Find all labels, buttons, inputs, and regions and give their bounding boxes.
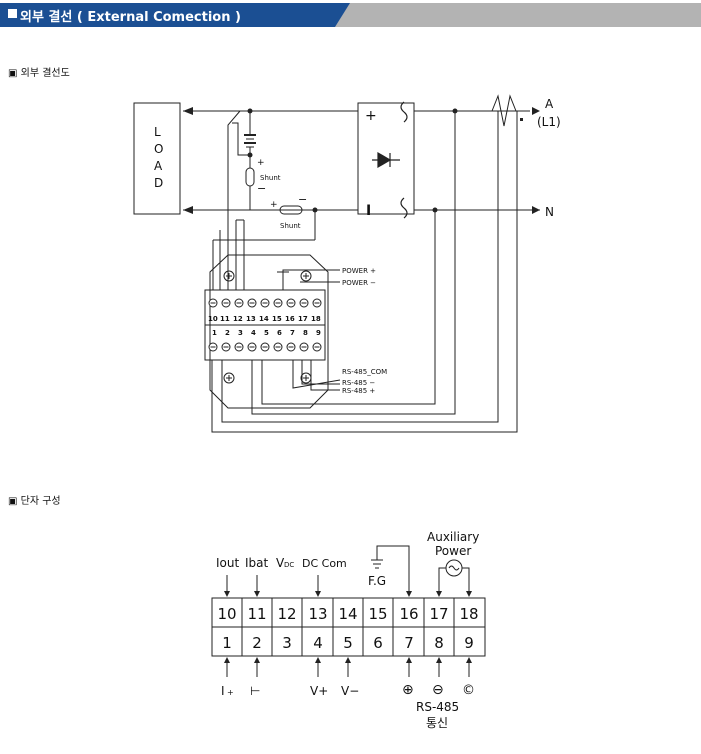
cell-1: 1 [222, 634, 232, 652]
load-letter-a: A [154, 159, 163, 173]
label-i-minus: ⊢ [250, 684, 260, 698]
term-bot-5: 5 [264, 329, 269, 337]
term-bot-8: 8 [303, 329, 308, 337]
label-v-minus: V− [341, 684, 359, 698]
term-top-15: 15 [272, 315, 282, 323]
cell-18: 18 [459, 605, 478, 623]
label-rs485: RS-485 [416, 700, 459, 714]
cell-2: 2 [252, 634, 262, 652]
cell-13: 13 [308, 605, 327, 623]
term-top-16: 16 [285, 315, 295, 323]
shunt1-minus: − [257, 182, 266, 195]
label-aux-1: Auxiliary [427, 530, 479, 544]
cell-16: 16 [399, 605, 418, 623]
supply-plus: + [365, 108, 377, 124]
cell-4: 4 [313, 634, 323, 652]
rs485-minus-icon: ⊖ [432, 682, 444, 698]
supply-minus: I [366, 203, 371, 219]
header-background [0, 3, 701, 27]
label-i-plus-sub: + [227, 688, 234, 697]
label-iout: Iout [216, 556, 239, 570]
term-top-12: 12 [233, 315, 243, 323]
label-vdc: V [276, 556, 285, 570]
line-a-label: A [545, 97, 554, 111]
term-top-13: 13 [246, 315, 256, 323]
cell-12: 12 [277, 605, 296, 623]
cell-3: 3 [282, 634, 292, 652]
term-top-10: 10 [208, 315, 218, 323]
shunt-label-1: Shunt [260, 174, 281, 182]
term-top-14: 14 [259, 315, 269, 323]
term-bot-2: 2 [225, 329, 230, 337]
shunt2-plus: + [270, 200, 278, 210]
term-bot-3: 3 [238, 329, 243, 337]
label-vdc-sub: DC [284, 561, 294, 569]
cell-7: 7 [404, 634, 414, 652]
cell-5: 5 [343, 634, 353, 652]
terminal-top-screws [208, 298, 322, 308]
cell-8: 8 [434, 634, 444, 652]
section-title-terminals: ▣ 단자 구성 [8, 496, 61, 507]
label-i-plus: I [221, 684, 225, 698]
shunt1-plus: + [257, 158, 265, 168]
rs485-common-icon: © [462, 683, 475, 698]
cell-15: 15 [368, 605, 387, 623]
rs485-minus-label: RS-485 − [342, 379, 375, 387]
load-box [133, 102, 181, 215]
section-header: 외부 결선 ( External Comection ) [0, 0, 701, 30]
label-fg: F.G [368, 574, 386, 588]
label-v-plus: V+ [310, 684, 328, 698]
term-bot-7: 7 [290, 329, 295, 337]
line-a-sub-label: (L1) [537, 115, 561, 129]
shunt-label-2: Shunt [280, 222, 301, 230]
rs485-plus-icon: ⊕ [402, 682, 414, 698]
term-bot-9: 9 [316, 329, 321, 337]
load-letter-o: O [154, 142, 163, 156]
term-top-18: 18 [311, 315, 321, 323]
shunt2-minus: − [298, 193, 307, 206]
term-bot-6: 6 [277, 329, 282, 337]
label-comm: 통신 [426, 716, 448, 730]
cell-11: 11 [247, 605, 266, 623]
cell-14: 14 [338, 605, 357, 623]
header-square-icon [8, 9, 17, 18]
label-ibat: Ibat [245, 556, 269, 570]
terminal-bottom-screws [208, 342, 322, 352]
power-minus-label: POWER − [342, 279, 376, 287]
load-letter-d: D [154, 176, 163, 190]
term-top-11: 11 [220, 315, 230, 323]
power-plus-label: POWER + [342, 267, 376, 275]
cell-9: 9 [464, 634, 474, 652]
rs485-plus-label: RS-485 + [342, 387, 375, 395]
section-title-wiring: ▣ 외부 결선도 [8, 68, 70, 79]
label-aux-2: Power [435, 544, 471, 558]
term-bot-1: 1 [212, 329, 217, 337]
cell-6: 6 [373, 634, 383, 652]
page-title: 외부 결선 ( External Comection ) [20, 10, 241, 25]
label-dc-com: DC Com [302, 557, 347, 570]
cell-17: 17 [429, 605, 448, 623]
line-n-label: N [545, 205, 554, 219]
term-bot-4: 4 [251, 329, 256, 337]
cell-10: 10 [217, 605, 236, 623]
rs485-com-label: RS-485_COM [342, 368, 387, 376]
power-supply-box [357, 102, 415, 215]
load-letter-l: L [154, 125, 161, 139]
term-top-17: 17 [298, 315, 308, 323]
